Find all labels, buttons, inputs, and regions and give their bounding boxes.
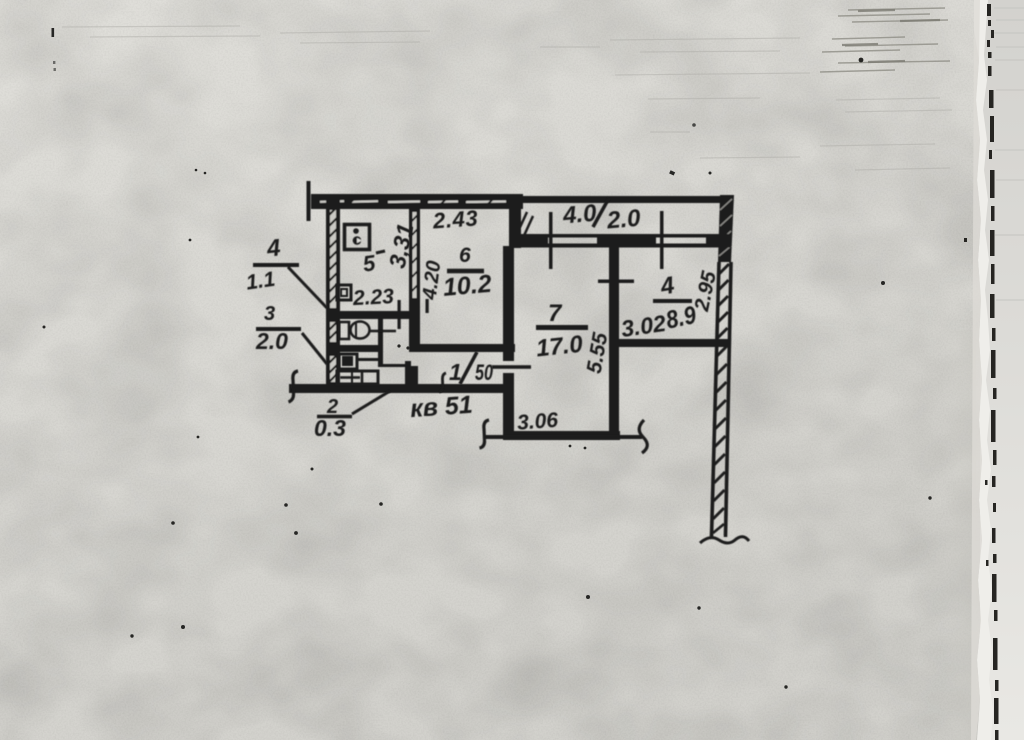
svg-text:кв 51: кв 51 — [409, 391, 473, 423]
svg-text:4: 4 — [265, 234, 282, 262]
svg-text:10.2: 10.2 — [442, 270, 493, 302]
svg-text:2.23: 2.23 — [351, 285, 394, 310]
svg-text:7: 7 — [548, 300, 563, 327]
svg-text:2.0: 2.0 — [255, 328, 288, 354]
svg-text:4.20: 4.20 — [419, 259, 446, 301]
svg-text:50: 50 — [475, 360, 494, 385]
svg-text:17.0: 17.0 — [535, 331, 585, 363]
svg-text:0.3: 0.3 — [314, 415, 346, 441]
svg-text:8.9: 8.9 — [663, 301, 698, 335]
svg-text:2: 2 — [326, 396, 338, 418]
svg-text:1: 1 — [449, 359, 462, 385]
svg-text:1.1: 1.1 — [245, 268, 277, 295]
svg-text:4: 4 — [658, 272, 677, 301]
svg-text:2.43: 2.43 — [431, 205, 479, 233]
svg-text:3.02: 3.02 — [619, 310, 667, 342]
svg-text:3.06: 3.06 — [516, 409, 559, 435]
svg-text:3: 3 — [264, 303, 275, 325]
svg-text:2.0: 2.0 — [605, 205, 642, 235]
svg-text:6: 6 — [459, 244, 471, 267]
svg-text:5: 5 — [361, 250, 377, 277]
svg-text:4.0: 4.0 — [561, 200, 598, 230]
